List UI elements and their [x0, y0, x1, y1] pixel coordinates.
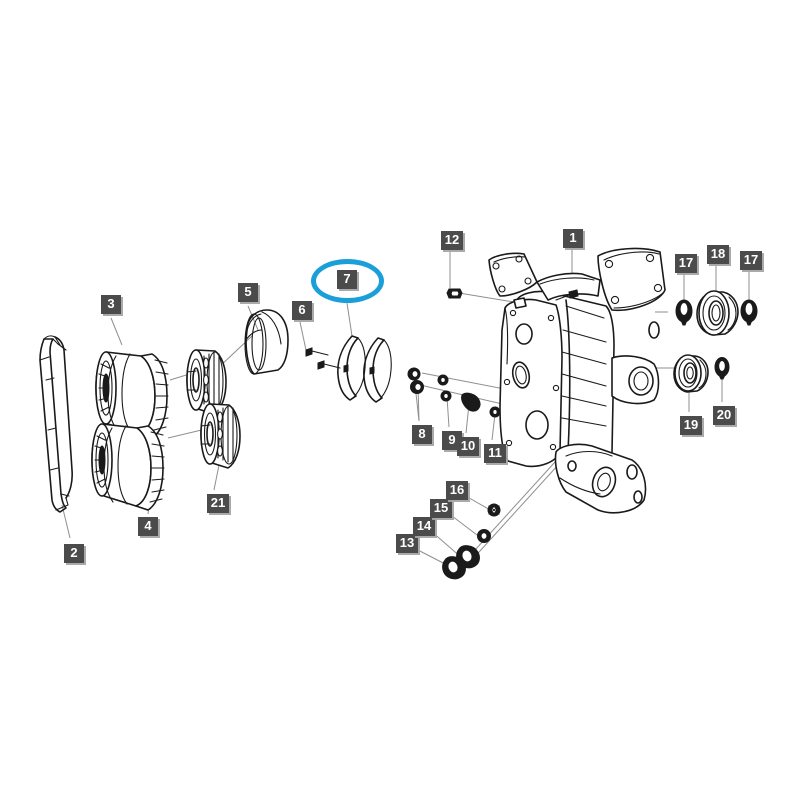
callout-label-2[interactable]: 2 — [64, 544, 84, 563]
callout-label-11[interactable]: 11 — [484, 444, 506, 463]
part-gasket-2 — [39, 335, 73, 513]
callout-label-15[interactable]: 15 — [430, 499, 452, 518]
part-bearing-18 — [696, 290, 739, 336]
callout-label-5[interactable]: 5 — [238, 283, 258, 302]
callout-label-10[interactable]: 10 — [457, 437, 479, 456]
callout-label-19[interactable]: 19 — [680, 416, 702, 435]
callout-label-12[interactable]: 12 — [441, 231, 463, 250]
callout-label-4[interactable]: 4 — [138, 517, 158, 536]
callout-label-17[interactable]: 17 — [675, 254, 697, 273]
part-washer-15 — [477, 529, 491, 543]
part-snapring-17-right — [740, 299, 758, 326]
part-bearing-19 — [673, 354, 709, 393]
callout-label-1[interactable]: 1 — [563, 229, 583, 248]
part-vane-7 — [337, 335, 392, 403]
part-washer-8 — [407, 367, 424, 394]
callout-label-20[interactable]: 20 — [713, 406, 735, 425]
part-bearing-21-lower — [200, 403, 241, 469]
callout-label-16[interactable]: 16 — [446, 481, 468, 500]
part-oring-20 — [714, 357, 730, 380]
callout-label-14[interactable]: 14 — [413, 517, 435, 536]
part-seal-14 — [456, 545, 480, 569]
part-snapring-17-left — [675, 299, 693, 326]
callout-label-17b[interactable]: 17 — [740, 251, 762, 270]
part-cap-5 — [244, 309, 289, 375]
part-rotor-4 — [91, 423, 165, 511]
callout-label-8[interactable]: 8 — [412, 425, 432, 444]
part-nut-16 — [487, 503, 501, 517]
callout-label-7[interactable]: 7 — [337, 270, 357, 289]
highlight-ring-part-7 — [311, 259, 384, 303]
part-pin-6 — [305, 347, 341, 370]
part-ring-11 — [489, 406, 501, 418]
callout-label-18[interactable]: 18 — [707, 245, 729, 264]
part-housing-1 — [488, 247, 666, 514]
part-pin-10 — [461, 392, 481, 412]
part-plug-12 — [446, 288, 463, 299]
callout-label-6[interactable]: 6 — [292, 301, 312, 320]
part-washer-9 — [437, 374, 452, 402]
callout-label-3[interactable]: 3 — [101, 295, 121, 314]
part-rotor-3 — [95, 351, 169, 439]
callout-label-13[interactable]: 13 — [396, 534, 418, 553]
callout-label-21[interactable]: 21 — [207, 494, 229, 513]
